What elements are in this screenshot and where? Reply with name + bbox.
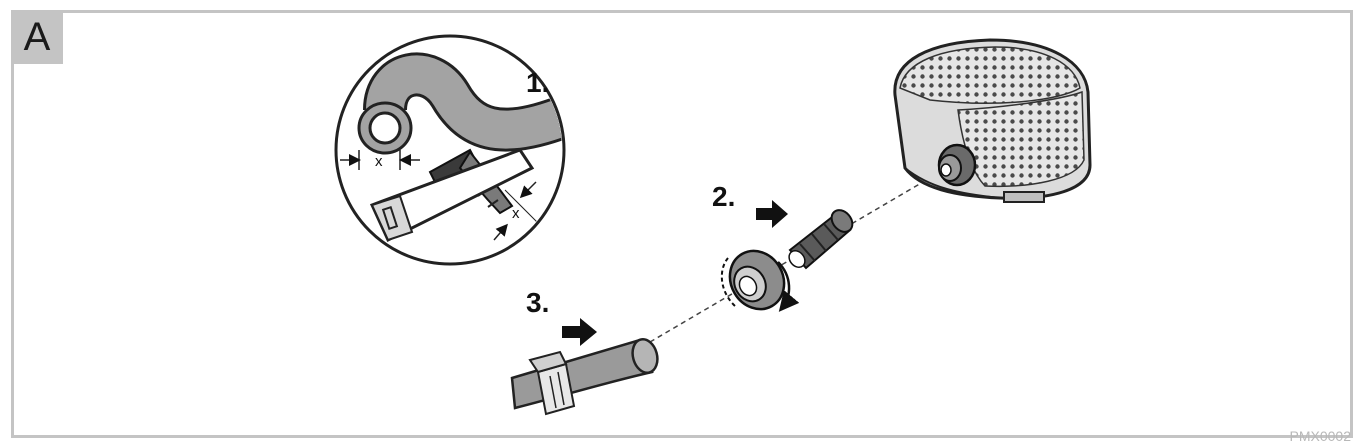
union-nut	[728, 249, 786, 311]
figure-code: PMX0002	[1289, 428, 1351, 444]
callout-hose-cutting: x x	[334, 34, 566, 266]
dimension-label-hose: x	[375, 153, 383, 170]
dimension-label-connector: x	[512, 205, 520, 222]
push-arrow-step-3-icon	[562, 318, 597, 346]
step-label-1: 1.	[526, 67, 549, 98]
step-label-3: 3.	[526, 287, 549, 318]
hose-adapter	[788, 209, 854, 270]
saw-icon	[369, 148, 535, 243]
hose-clamp-icon	[528, 350, 576, 416]
panel-tab	[11, 10, 63, 64]
panel-letter: A	[23, 15, 51, 59]
hose-with-clamp	[510, 338, 659, 416]
rotation-arrow-icon	[777, 261, 800, 312]
assembly-axis-line	[649, 171, 941, 343]
push-arrow-step-2-icon	[756, 200, 788, 228]
pump-housing	[893, 38, 1092, 203]
step-label-2: 2.	[712, 181, 735, 212]
rotation-arrow-dashed-icon	[720, 257, 736, 307]
figure-frame	[11, 10, 1353, 438]
